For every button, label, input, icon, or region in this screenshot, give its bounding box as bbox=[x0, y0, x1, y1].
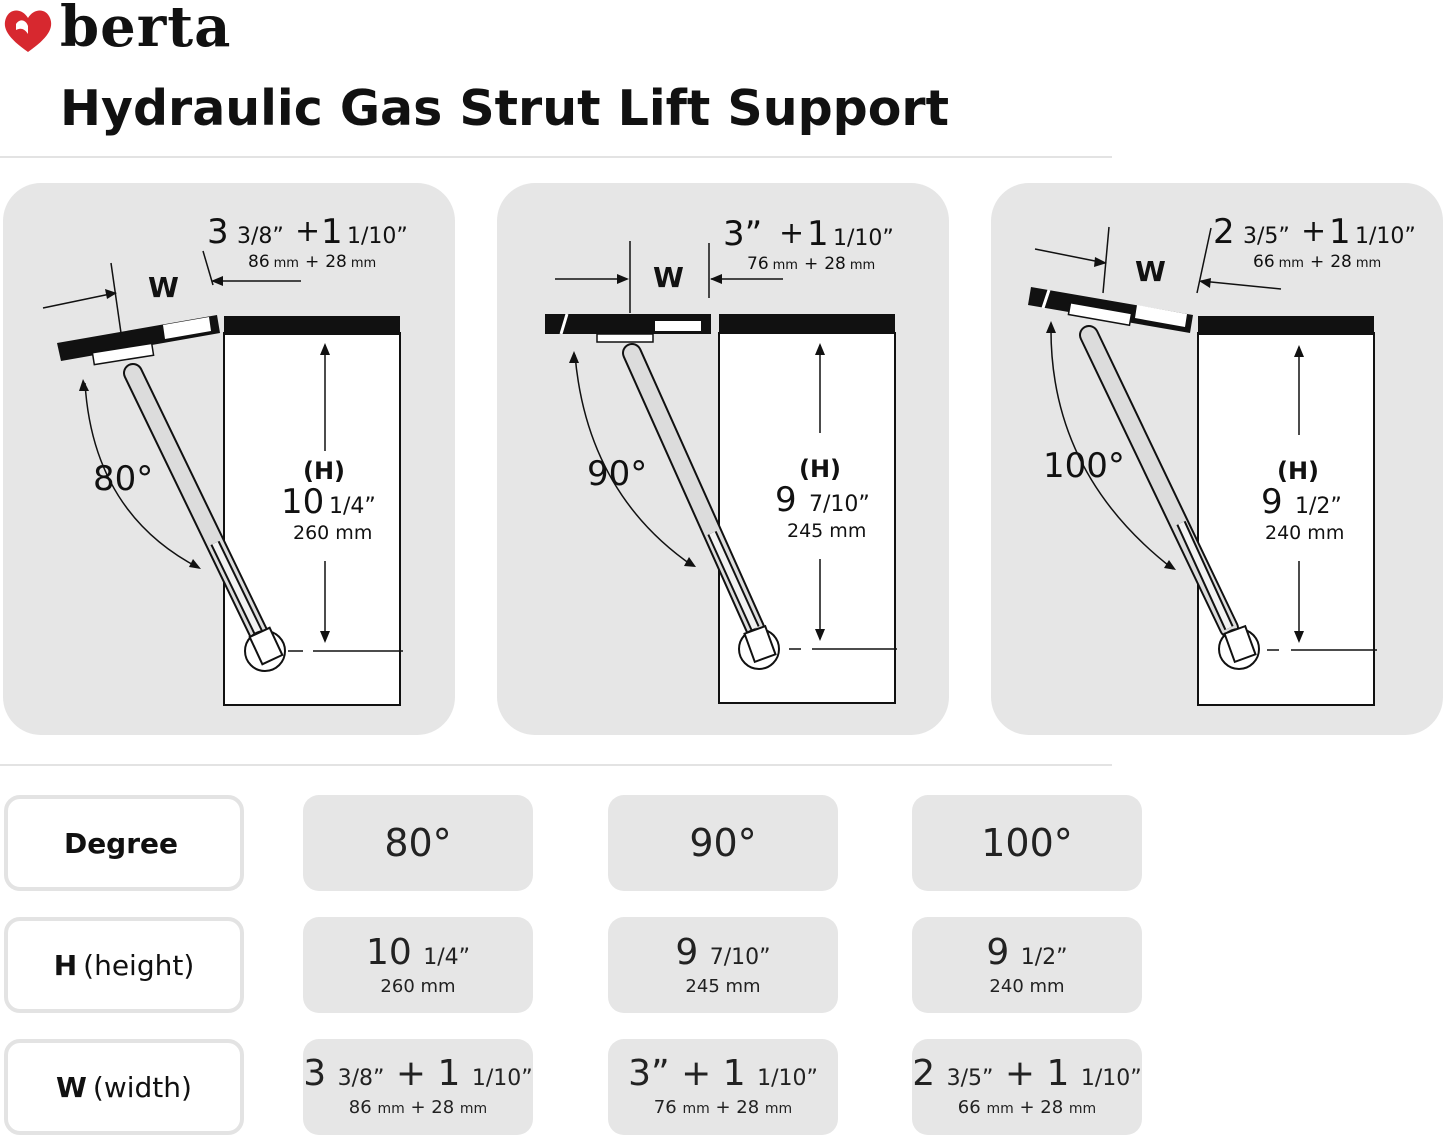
heart-logo-icon bbox=[4, 10, 52, 52]
w-mm: 86 bbox=[248, 252, 270, 272]
w-add-frac: 1/10” bbox=[347, 224, 408, 249]
cell-degree-90: 90° bbox=[608, 795, 838, 891]
w-mm-add: 28 bbox=[1330, 252, 1352, 272]
h-inch-whole: 10 bbox=[281, 482, 324, 522]
row-label-width: W(width) bbox=[4, 1039, 244, 1135]
cell-height-90: 9 7/10” 245 mm bbox=[608, 917, 838, 1013]
w-mm-add: 28 bbox=[325, 252, 347, 272]
w-label: W bbox=[653, 261, 684, 294]
cell-height-80: 10 1/4” 260 mm bbox=[303, 917, 533, 1013]
cell-degree-100: 100° bbox=[912, 795, 1142, 891]
cell-width-90: 3” + 1 1/10” 76 mm + 28 mm bbox=[608, 1039, 838, 1135]
w-label: W bbox=[148, 271, 179, 304]
w-inch-frac: 3/8” bbox=[237, 224, 284, 249]
h-inch-whole: 9 bbox=[775, 480, 797, 520]
w-plus: + bbox=[779, 216, 804, 251]
cell-width-80: 3 3/8” + 1 1/10” 86 mm + 28 mm bbox=[303, 1039, 533, 1135]
h-label: (H) bbox=[303, 457, 345, 485]
w-plus: + bbox=[295, 214, 320, 249]
h-inch-frac: 7/10” bbox=[809, 492, 870, 517]
w-inch-whole: 3 bbox=[207, 212, 229, 252]
h-label: (H) bbox=[799, 455, 841, 483]
h-label: (H) bbox=[1277, 457, 1319, 485]
row-label-degree-bold: Degree bbox=[63, 826, 179, 860]
w-add-whole: 1 bbox=[807, 214, 829, 254]
brand-logo: berta bbox=[0, 0, 270, 60]
cell-degree-80: 80° bbox=[303, 795, 533, 891]
divider-top bbox=[0, 156, 1112, 158]
w-add-whole: 1 bbox=[1329, 212, 1351, 252]
row-label-degree: Degree bbox=[4, 795, 244, 891]
row-label-height-bold: H bbox=[53, 948, 78, 982]
w-plus: + bbox=[1301, 214, 1326, 249]
w-mm: 76 bbox=[747, 254, 769, 274]
cell-height-100: 9 1/2” 240 mm bbox=[912, 917, 1142, 1013]
h-inch-frac: 1/4” bbox=[329, 494, 376, 519]
h-mm: 260 mm bbox=[293, 522, 372, 544]
h-mm: 240 mm bbox=[1265, 522, 1344, 544]
w-mm: 66 bbox=[1253, 252, 1275, 272]
brand-name: berta bbox=[60, 0, 232, 60]
w-inch-whole: 3” bbox=[723, 214, 762, 254]
angle-label: 90° bbox=[587, 454, 647, 494]
h-inch-frac: 1/2” bbox=[1295, 494, 1342, 519]
cell-width-100: 2 3/5” + 1 1/10” 66 mm + 28 mm bbox=[912, 1039, 1142, 1135]
w-inch-whole: 2 bbox=[1213, 212, 1235, 252]
page-title: Hydraulic Gas Strut Lift Support bbox=[60, 80, 949, 137]
row-label-height: H(height) bbox=[4, 917, 244, 1013]
divider-bottom bbox=[0, 764, 1112, 766]
w-label: W bbox=[1135, 255, 1166, 288]
h-mm: 245 mm bbox=[787, 520, 866, 542]
w-add-frac: 1/10” bbox=[833, 226, 894, 251]
w-inch-frac: 3/5” bbox=[1243, 224, 1290, 249]
angle-label: 100° bbox=[1043, 446, 1125, 486]
w-mm-add: 28 bbox=[824, 254, 846, 274]
angle-label: 80° bbox=[93, 459, 153, 499]
w-add-frac: 1/10” bbox=[1355, 224, 1416, 249]
h-inch-whole: 9 bbox=[1261, 482, 1283, 522]
w-add-whole: 1 bbox=[321, 212, 343, 252]
row-label-width-bold: W bbox=[56, 1070, 87, 1104]
